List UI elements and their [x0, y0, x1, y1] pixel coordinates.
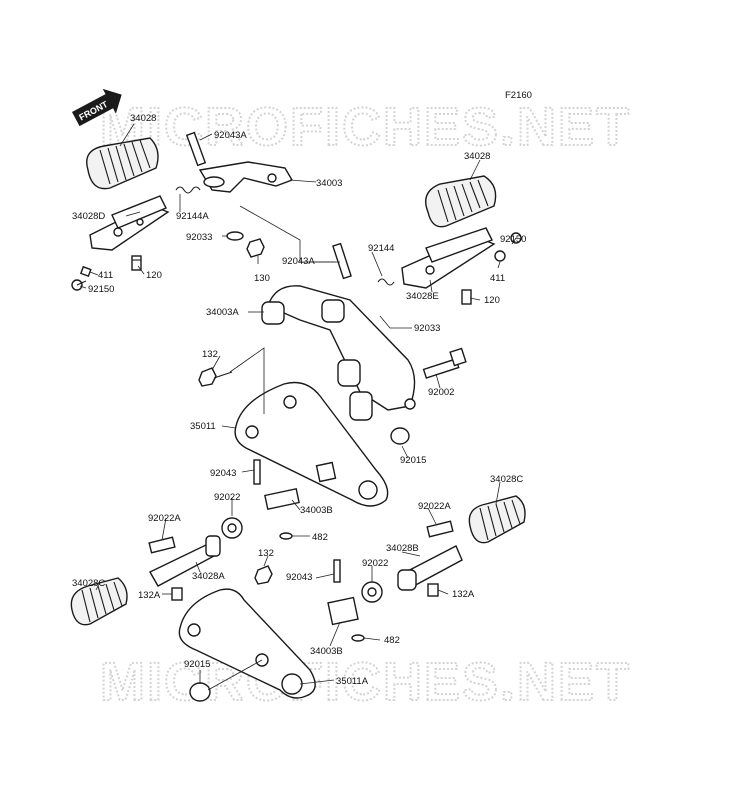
label-92043-lower: 92043 [286, 572, 312, 583]
label-92022A-right: 92022A [418, 501, 451, 512]
pin-92043A-mid [332, 242, 352, 280]
leader-lines [79, 123, 517, 691]
bolt-132A-right [427, 583, 439, 597]
bolt-92002 [422, 347, 467, 379]
label-34003B-lower: 34003B [310, 646, 343, 657]
bolt-130 [246, 238, 265, 258]
label-92144: 92144 [368, 243, 394, 254]
label-120-right: 120 [484, 295, 500, 306]
bolt-132A-left [171, 587, 183, 601]
pin-92043A-top [185, 131, 207, 167]
label-132A-left: 132A [138, 590, 161, 601]
footpeg-rubber-34028C-left [70, 577, 128, 626]
nut-92015-b [189, 682, 211, 702]
rear-plate-34003A [261, 285, 416, 421]
label-34028-top-right: 34028 [464, 151, 490, 162]
footpeg-rubber-top-left [86, 137, 159, 190]
washer-92022-a [221, 517, 243, 539]
label-92022A-left: 92022A [148, 513, 181, 524]
label-34028E: 34028E [406, 291, 439, 302]
washer-411-a [79, 265, 92, 278]
label-34028B: 34028B [386, 543, 419, 554]
clip-482-b [351, 634, 365, 642]
label-92033-mid: 92033 [414, 323, 440, 334]
label-92002: 92002 [428, 387, 454, 398]
label-92022-left: 92022 [214, 492, 240, 503]
label-92015-left: 92015 [184, 659, 210, 670]
bolt-132-b [254, 565, 273, 585]
label-411-left: 411 [98, 270, 113, 281]
label-34003A: 34003A [206, 307, 239, 318]
plate-92022A-right [426, 520, 454, 538]
label-34028C-left: 34028C [72, 578, 105, 589]
label-35011: 35011 [190, 421, 216, 432]
arm-35011 [234, 381, 389, 507]
label-411-right: 411 [490, 273, 505, 284]
watermark-bottom: MICROFICHES.NET [100, 652, 631, 712]
watermark-top: MICROFICHES.NET [100, 97, 631, 157]
label-482-upper: 482 [312, 532, 328, 543]
bolt-120-a [131, 255, 142, 271]
label-120-left: 120 [146, 270, 162, 281]
clevis-34003B-a [264, 461, 337, 511]
label-92150-right: 92150 [500, 234, 526, 245]
figure-code: F2160 [505, 90, 532, 101]
bracket-34028B [397, 545, 463, 591]
label-92015-right: 92015 [400, 455, 426, 466]
footpeg-bracket-34028D [89, 195, 170, 251]
nut-92015-a [390, 427, 410, 445]
pin-92043-b [333, 559, 341, 583]
label-34028D: 34028D [72, 211, 105, 222]
footpeg-rubber-top-right [425, 175, 497, 228]
bracket-34028A [149, 535, 221, 587]
label-132-top: 132 [202, 349, 218, 360]
label-34003: 34003 [316, 178, 342, 189]
bolt-120-b [461, 289, 472, 305]
label-35011A: 35011A [336, 676, 369, 687]
pin-92043-a [253, 459, 261, 485]
washer-92022-b [361, 581, 383, 603]
footpeg-rubber-34028C-right [468, 495, 526, 544]
label-92033-top: 92033 [186, 232, 212, 243]
footpeg-bracket-34028E [401, 227, 496, 289]
spring-92144 [377, 278, 395, 286]
bracket-34003 [198, 161, 294, 193]
washer-411-b [494, 250, 506, 262]
label-132A-right: 132A [452, 589, 475, 600]
label-34003B-upper: 34003B [300, 505, 333, 516]
label-34028-top-left: 34028 [130, 113, 156, 124]
label-92043-left: 92043 [210, 468, 236, 479]
label-132-lower: 132 [258, 548, 274, 559]
label-92043A-mid: 92043A [282, 256, 315, 267]
label-130: 130 [254, 273, 270, 284]
label-92043A-top: 92043A [214, 130, 247, 141]
plate-92022A-left [148, 536, 176, 554]
label-34028A: 34028A [192, 571, 225, 582]
bolt-92150-a [71, 279, 87, 291]
label-92150-left: 92150 [88, 284, 114, 295]
clip-482-a [279, 532, 293, 540]
part-labels: 34028 92043A 34003 34028D 92144A 92033 4… [72, 113, 526, 687]
spring-92144A [175, 186, 201, 194]
ball-92033-a [226, 231, 244, 241]
label-92022-lower: 92022 [362, 558, 388, 569]
label-92144A: 92144A [176, 211, 209, 222]
label-34028C-right: 34028C [490, 474, 523, 485]
bolt-132-a [198, 367, 233, 387]
clevis-34003B-b [327, 596, 359, 626]
label-482-lower: 482 [384, 635, 400, 646]
